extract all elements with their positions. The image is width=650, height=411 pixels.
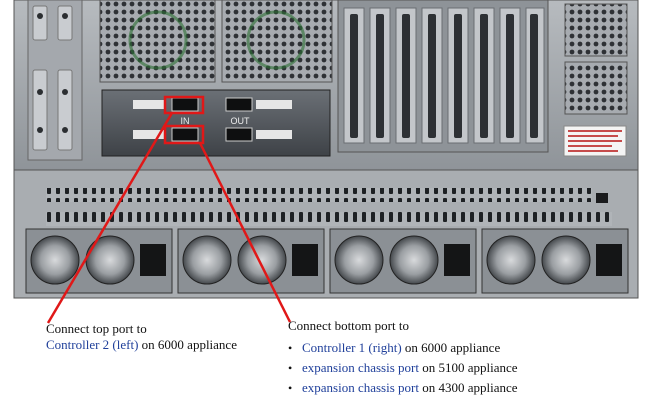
power-socket: [140, 244, 166, 276]
fan-icon: [128, 10, 188, 70]
vent-strip-lower: [46, 212, 612, 226]
power-socket: [292, 244, 318, 276]
rail-screw-icons: [32, 5, 73, 151]
fan-grill-right-top: [564, 3, 628, 57]
fan-icon: [30, 235, 80, 285]
fan-grill-left: [99, 0, 216, 83]
expansion-chassis-link-5100[interactable]: expansion chassis port: [302, 360, 419, 375]
power-socket: [596, 244, 622, 276]
caption-bottom-port: Connect bottom port to •Controller 1 (ri…: [288, 318, 648, 398]
controller-1-link[interactable]: Controller 1 (right): [302, 340, 402, 355]
fan-icon: [237, 235, 287, 285]
vent-strip-upper: [46, 188, 592, 202]
fan-icon: [85, 235, 135, 285]
sas-out-bottom-port: [225, 127, 253, 142]
sas-in-top-port: [171, 97, 199, 112]
caption-bottom-heading: Connect bottom port to: [288, 318, 409, 333]
expansion-chassis-link-4300[interactable]: expansion chassis port: [302, 380, 419, 395]
fan-icon: [334, 235, 384, 285]
fan-icon: [246, 10, 306, 70]
list-item: •Controller 1 (right) on 6000 appliance: [288, 340, 501, 355]
fan-icon: [486, 235, 536, 285]
fan-grill-right-bottom: [564, 61, 628, 115]
lock-icon: [596, 193, 608, 203]
list-item: •expansion chassis port on 4300 applianc…: [288, 380, 518, 395]
power-supply-4: [481, 228, 629, 294]
connection-list: •Controller 1 (right) on 6000 appliance …: [288, 338, 648, 398]
callout-line-top: [46, 112, 174, 324]
power-socket: [444, 244, 470, 276]
fan-icon: [389, 235, 439, 285]
fan-icon: [182, 235, 232, 285]
list-item: •expansion chassis port on 5100 applianc…: [288, 360, 518, 375]
sas-out-top-port: [225, 97, 253, 112]
power-supply-1: [25, 228, 173, 294]
fan-icon: [541, 235, 591, 285]
out-label: OUT: [231, 116, 251, 126]
callout-bottom-port: [163, 124, 205, 145]
controller-2-link[interactable]: Controller 2 (left): [46, 337, 139, 352]
caption-top-heading: Connect top port to: [46, 321, 147, 336]
in-label: IN: [181, 116, 190, 126]
caption-top-suffix: on 6000 appliance: [138, 337, 237, 352]
power-supply-2: [177, 228, 325, 294]
callout-line-bottom: [198, 142, 292, 323]
sas-in-bottom-port: [171, 127, 199, 142]
callout-top-port: [163, 95, 205, 115]
io-panel: IN OUT: [101, 89, 331, 157]
power-supply-3: [329, 228, 477, 294]
caption-top-port: Connect top port to Controller 2 (left) …: [46, 321, 276, 353]
